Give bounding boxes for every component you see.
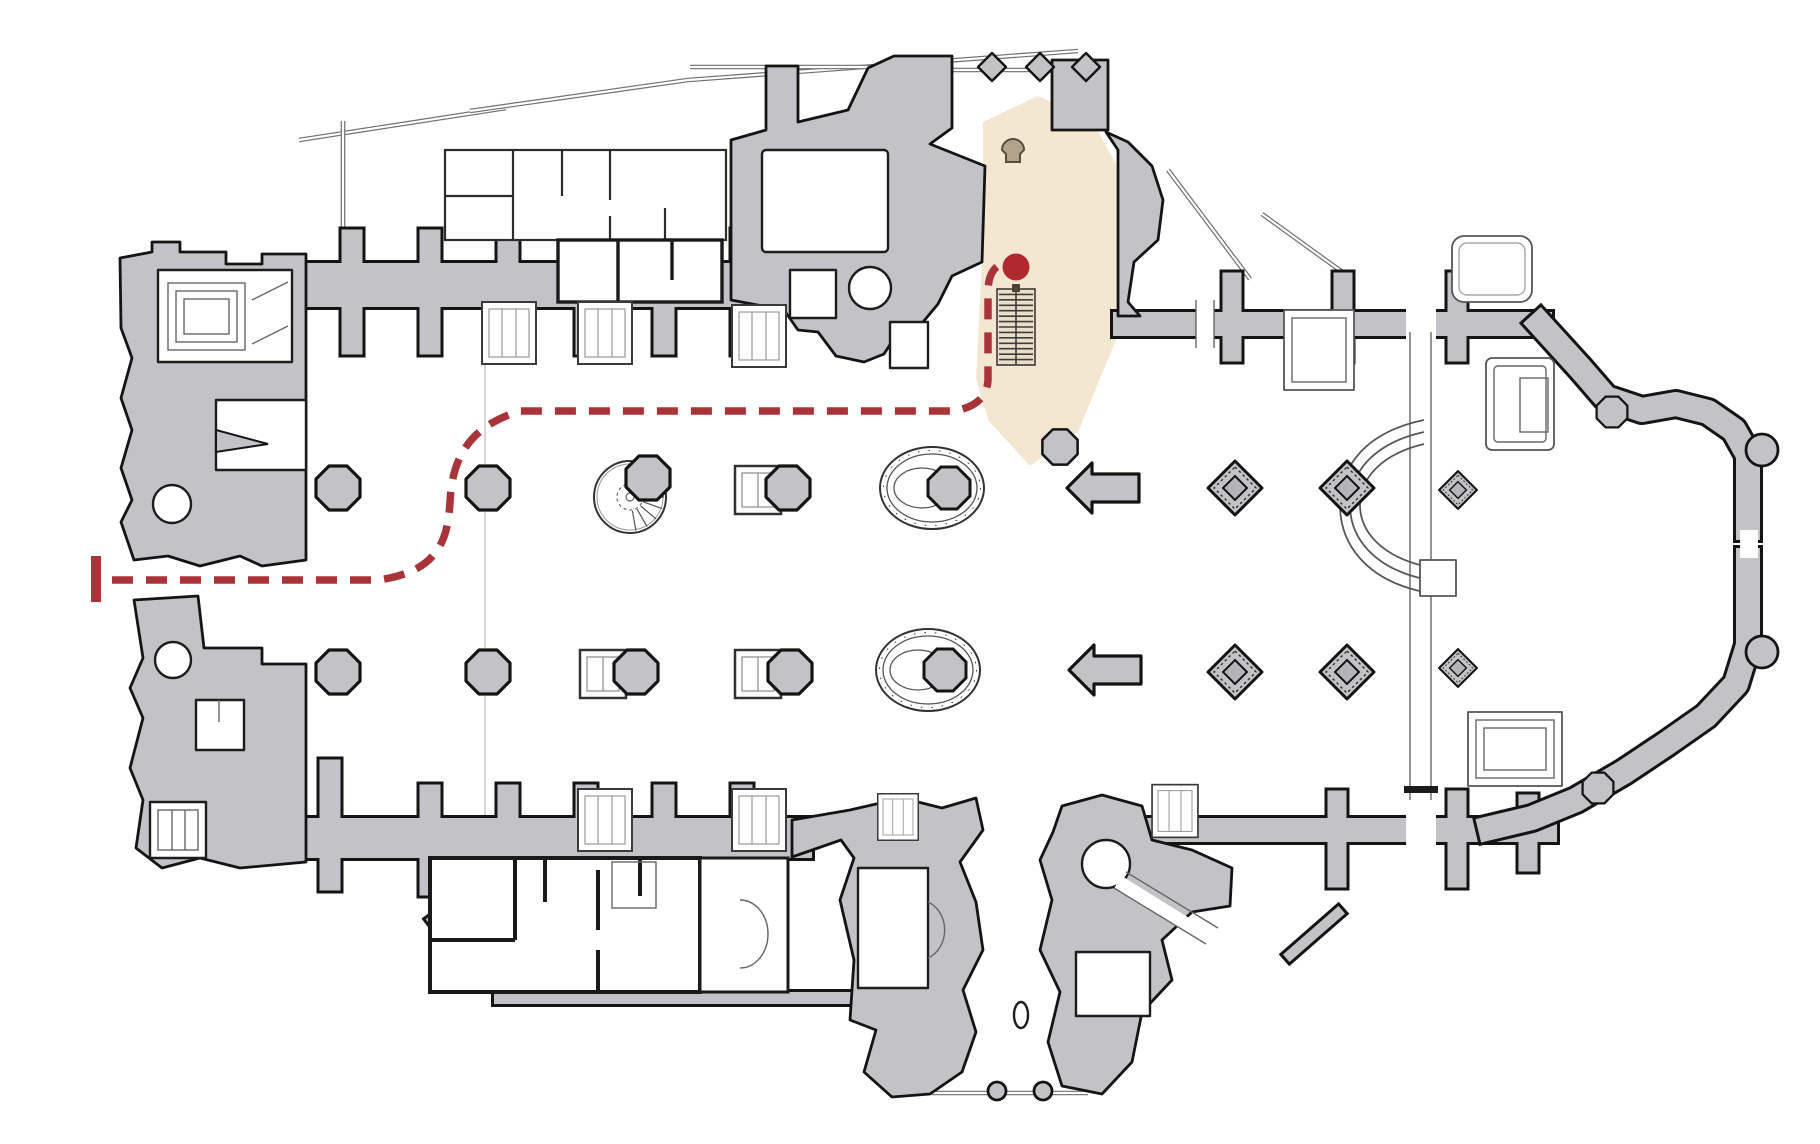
route xyxy=(91,253,1030,602)
window-niche xyxy=(731,304,787,368)
stairs-top-knob xyxy=(1012,284,1020,292)
tower-stair-turret xyxy=(151,483,193,525)
northeast-chapel xyxy=(1451,235,1533,303)
plan-symbol-screen xyxy=(1206,459,1264,517)
window-niche xyxy=(577,788,633,852)
route-destination-marker xyxy=(1002,253,1030,281)
plan-symbol-screen xyxy=(1438,470,1478,510)
plan-symbol-diamond xyxy=(624,454,672,502)
plan-symbol-screen xyxy=(1206,643,1264,701)
plan-symbol-screen xyxy=(1318,643,1376,701)
window-niche xyxy=(877,793,919,841)
south-vestries xyxy=(428,856,790,994)
window-niche xyxy=(1151,783,1199,839)
west-towers xyxy=(118,240,308,870)
plan-symbol-oval xyxy=(874,627,982,713)
east-end xyxy=(1195,235,1780,852)
west-chapel-room xyxy=(156,268,294,364)
window-niche xyxy=(577,301,633,365)
plan-symbol-diamond xyxy=(1595,395,1629,429)
route-dashed-path xyxy=(112,259,1007,584)
south-transept xyxy=(790,793,1234,1102)
window-niche xyxy=(481,301,537,365)
plan-symbol-diamond xyxy=(1581,771,1615,805)
plan-symbol-diamond xyxy=(612,648,660,696)
plan-symbol-diamond xyxy=(464,648,512,696)
chapel-font-icon xyxy=(1000,138,1026,163)
stairs-icon xyxy=(996,284,1036,366)
plan-symbol-diamond xyxy=(464,464,512,512)
plan-symbol-diamond xyxy=(314,464,362,512)
plan-symbol-screen xyxy=(1318,459,1376,517)
plan-symbol-diamond xyxy=(764,464,812,512)
highlighted-chapel-area xyxy=(976,96,1116,466)
plan-symbol-arrow xyxy=(1067,643,1143,697)
route-start-marker xyxy=(91,556,101,602)
plan-symbol-diamond xyxy=(1041,428,1079,466)
window-niche xyxy=(731,788,787,852)
plan-symbol-parapet-diamond xyxy=(1024,51,1056,83)
annex-rooms xyxy=(443,148,728,304)
north-transept xyxy=(729,54,1165,370)
plan-symbol-arrow xyxy=(1065,461,1141,515)
plan-symbol-oval xyxy=(878,445,986,531)
plan-symbol-screen xyxy=(1438,648,1478,688)
plan-symbol-diamond xyxy=(766,648,814,696)
plan-symbol-diamond xyxy=(314,648,362,696)
